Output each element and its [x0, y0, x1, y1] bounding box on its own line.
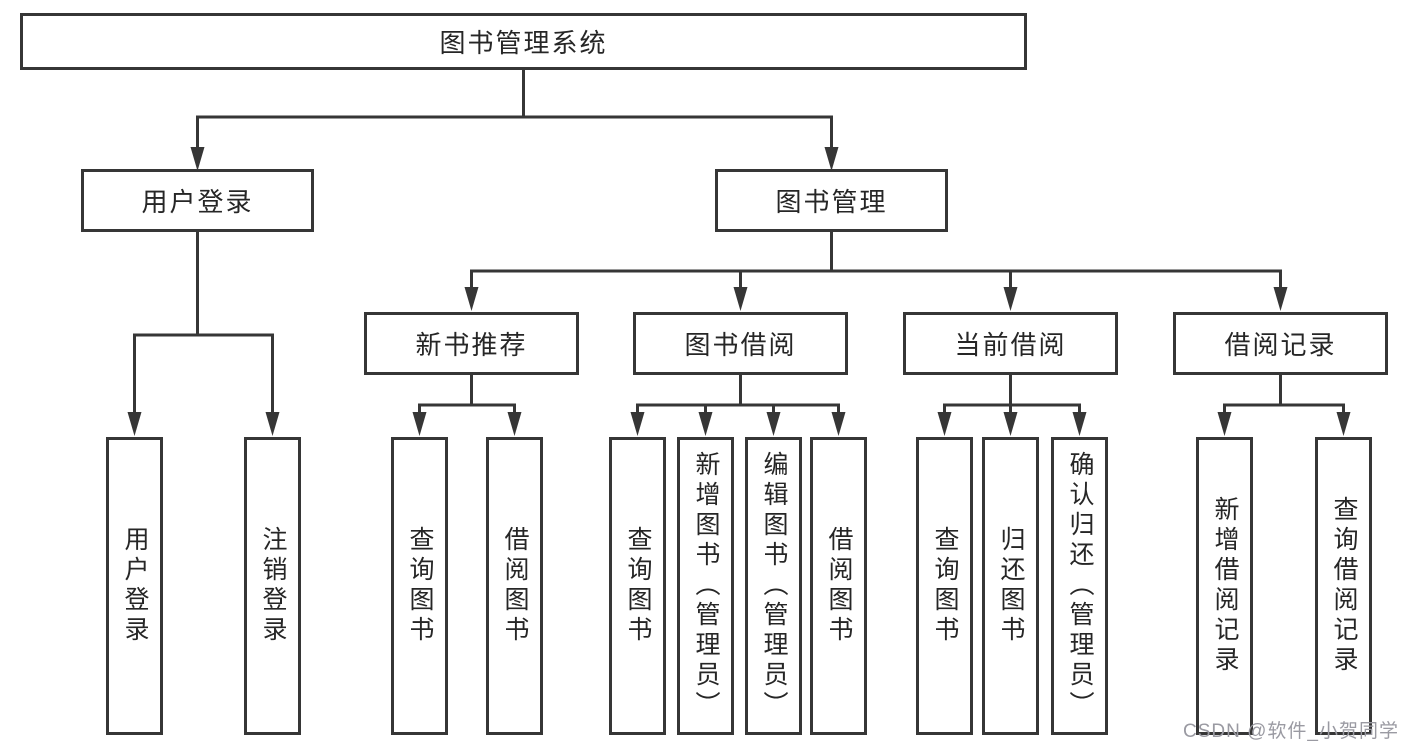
leaf-borrowing-borrow-books: 借阅图书 — [810, 437, 867, 735]
leaf-borrowing-query-books: 查询图书 — [609, 437, 666, 735]
leaf-records-query-record: 查询借阅记录 — [1315, 437, 1372, 735]
node-root: 图书管理系统 — [20, 13, 1027, 70]
connector-book-management — [464, 232, 1288, 311]
leaf-newbooks-borrow-books: 借阅图书 — [486, 437, 543, 735]
connector-current-borrowing — [937, 375, 1087, 436]
leaf-logout: 注销登录 — [244, 437, 301, 735]
node-book-borrowing: 图书借阅 — [633, 312, 848, 375]
node-book-management: 图书管理 — [715, 169, 948, 232]
leaf-newbooks-query-books: 查询图书 — [391, 437, 448, 735]
leaf-current-confirm-return-admin: 确认归还（管理员） — [1051, 437, 1108, 735]
leaf-current-return-books: 归还图书 — [982, 437, 1039, 735]
leaf-records-add-record: 新增借阅记录 — [1196, 437, 1253, 735]
leaf-borrowing-add-books-admin: 新增图书（管理员） — [677, 437, 734, 735]
connector-borrowing-records — [1217, 375, 1351, 436]
leaf-user-login: 用户登录 — [106, 437, 163, 735]
connector-new-book-recommend — [412, 375, 522, 436]
connector-user-login — [127, 232, 280, 436]
node-user-login: 用户登录 — [81, 169, 314, 232]
node-current-borrowing: 当前借阅 — [903, 312, 1118, 375]
connector-root — [190, 70, 839, 171]
watermark: CSDN @软件_小贺同学 — [1183, 721, 1399, 742]
leaf-borrowing-edit-books-admin: 编辑图书（管理员） — [745, 437, 802, 735]
node-borrowing-records: 借阅记录 — [1173, 312, 1388, 375]
node-new-book-recommend: 新书推荐 — [364, 312, 579, 375]
leaf-current-query-books: 查询图书 — [916, 437, 973, 735]
connector-book-borrowing — [630, 375, 846, 436]
